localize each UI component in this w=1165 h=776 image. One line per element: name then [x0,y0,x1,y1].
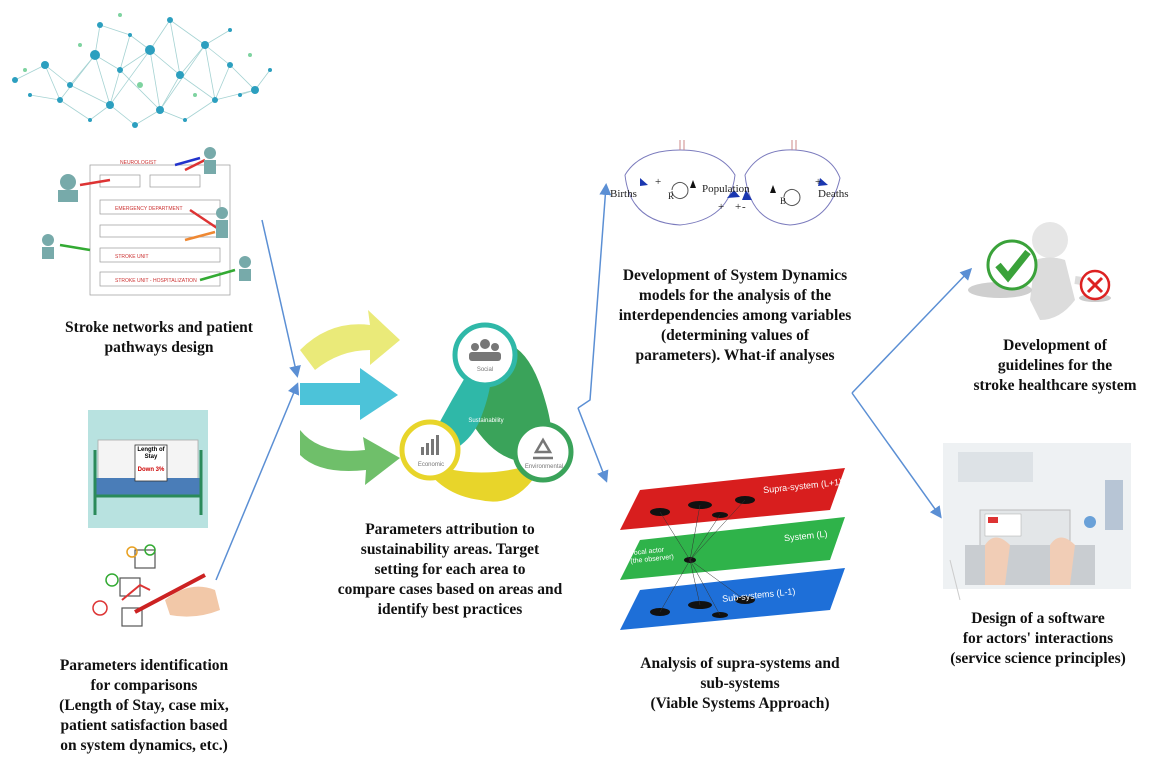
caption-line: stroke healthcare system [973,377,1137,394]
svg-text:STROKE UNIT: STROKE UNIT [115,254,149,260]
caption-line: setting for each area to [374,561,526,578]
bed-sign: Length of Stay Down 3% [135,447,167,474]
caption-parameters-identification: Parameters identification for comparison… [24,656,264,756]
connector-parameters [215,382,300,581]
caption-line: guidelines for the [997,357,1113,374]
caption-line: sub-systems [700,675,780,692]
caption-line: compare cases based on areas and [337,581,563,598]
cyan-arrow [300,368,398,420]
caption-system-dynamics: Development of System Dynamics models fo… [585,266,885,366]
svg-text:STROKE UNIT - HOSPITALIZATION: STROKE UNIT - HOSPITALIZATION [115,278,197,284]
caption-line: (Viable Systems Approach) [650,695,830,712]
sd-births: Births [610,188,637,200]
caption-line: for actors' interactions [962,630,1114,647]
caption-line: parameters). What-if analyses [635,347,835,364]
caption-software: Design of a software for actors' interac… [920,609,1156,669]
caption-stroke-networks: Stroke networks and patient pathways des… [34,318,284,358]
vsa-sub-label: Sub-systems (L-1) [721,586,796,604]
caption-line: models for the analysis of the [638,287,832,304]
sustainability-environmental-label: Environmental [524,464,564,470]
caption-line: identify best practices [377,601,523,618]
sustainability-social-label: Social [476,367,494,373]
sustainability-center-label: Sustainability [468,418,504,424]
caption-line: Development of [1003,337,1107,354]
bed-sign-sub: Down 3% [137,467,165,473]
sd-loop-r: R [668,191,675,201]
svg-text:NEUROLOGIST: NEUROLOGIST [120,160,156,166]
caption-line: (Length of Stay, case mix, [59,697,229,714]
sustainability-economic-label: Economic [417,462,445,468]
caption-line: Parameters identification [59,657,229,674]
sd-population: Population [702,183,750,195]
caption-line: (determining values of [660,327,810,344]
vsa-supra-label: Supra-system (L+1) [762,476,843,496]
caption-line: for comparisons [90,677,198,694]
vsa-system-label: System (L) [783,528,828,544]
connector-software [851,392,942,519]
caption-line: sustainability areas. Target [360,541,540,558]
caption-line: patient satisfaction based [60,717,228,734]
caption-guidelines: Development of guidelines for the stroke… [950,336,1160,396]
svg-text:+: + [735,201,741,213]
svg-text:+: + [655,176,661,188]
svg-text:EMERGENCY DEPARTMENT: EMERGENCY DEPARTMENT [115,206,183,212]
caption-line: (service science principles) [950,650,1126,667]
caption-viable-systems: Analysis of supra-systems and sub-system… [610,654,870,714]
bed-sign-title-2: Stay [144,454,158,460]
caption-line: interdependencies among variables [618,307,852,324]
svg-text:+: + [815,176,821,188]
bed-sign-title-1: Length of [137,447,165,453]
caption-line: Stroke networks and patient [65,319,253,336]
connector-vsa [577,407,609,483]
sd-deaths: Deaths [818,188,849,200]
vsa-focal-label: Focal actor (the observer) [629,546,674,566]
caption-parameters-attribution: Parameters attribution to sustainability… [300,520,600,620]
caption-line: Development of System Dynamics [622,267,848,284]
caption-line: Parameters attribution to [365,521,535,538]
caption-line: pathways design [104,339,214,356]
caption-line: on system dynamics, etc.) [60,737,228,754]
svg-text:-: - [742,201,746,213]
green-arrow [300,430,400,485]
yellow-arrow [300,310,400,370]
caption-line: Design of a software [971,610,1105,627]
svg-text:+: + [718,201,724,213]
caption-line: Analysis of supra-systems and [640,655,840,672]
sd-loop-b: B [780,196,787,206]
